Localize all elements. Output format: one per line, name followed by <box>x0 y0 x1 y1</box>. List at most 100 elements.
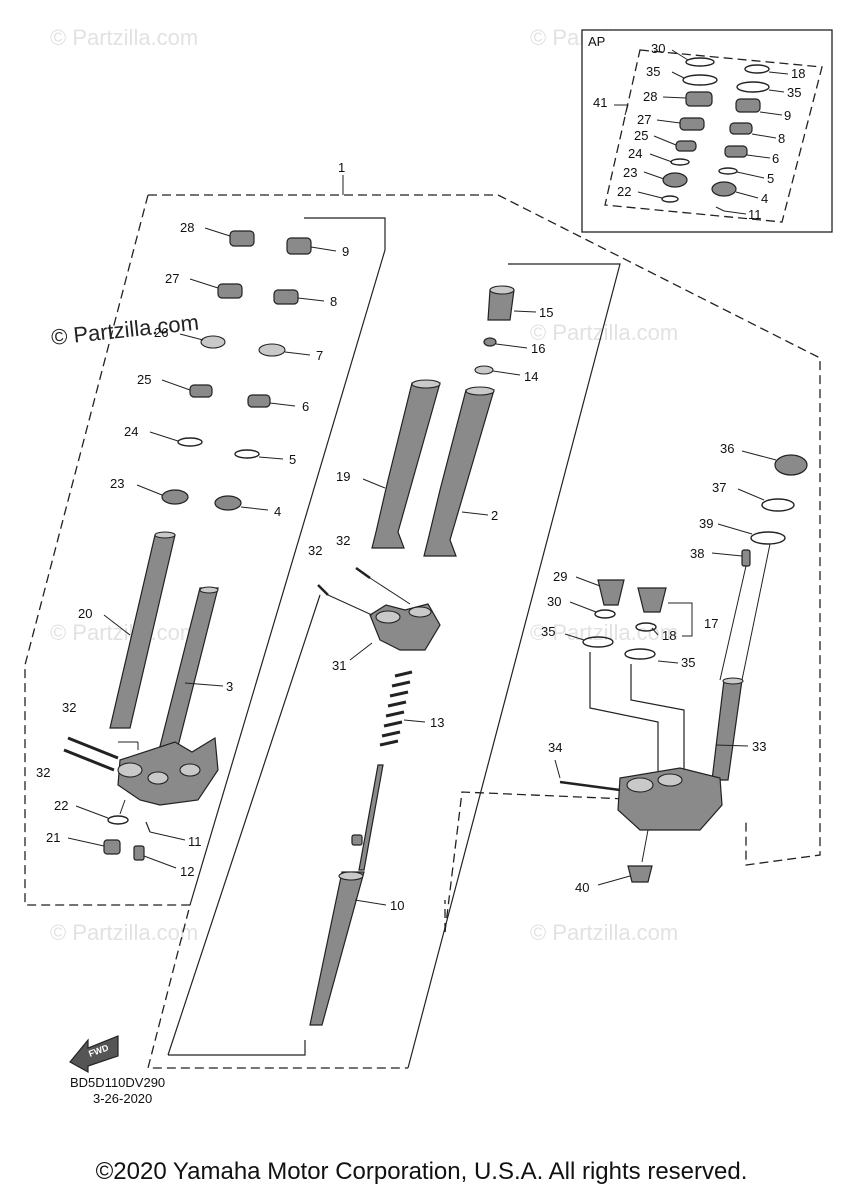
washer-16 <box>483 337 497 347</box>
inset-clip-5 <box>718 167 738 175</box>
inset-oring-35b <box>736 81 770 93</box>
yoke-hole <box>626 777 654 793</box>
callout-4: 4 <box>274 504 281 519</box>
leader-line <box>624 104 629 116</box>
tube-end <box>199 586 219 594</box>
inset-callout-9: 9 <box>784 108 791 123</box>
callout-38b: 38 <box>690 546 704 561</box>
callout-32: 32 <box>308 543 322 558</box>
tube-top <box>411 379 441 389</box>
ring-18 <box>635 622 657 632</box>
inset-pin-11 <box>715 206 725 212</box>
tube-top <box>465 386 495 396</box>
callout-31: 31 <box>332 658 346 673</box>
callout-15: 15 <box>539 305 553 320</box>
callout-20: 20 <box>78 606 92 621</box>
inset-dashed-group <box>604 49 823 223</box>
inset-ring-30 <box>685 57 715 67</box>
leader-line <box>119 799 126 815</box>
inset-bushing-28 <box>685 91 713 107</box>
parts-diagram: © Partzilla.com © Partzilla.com © Partzi… <box>24 25 833 1106</box>
inset-callout-30: 30 <box>651 41 665 56</box>
washer-7 <box>258 343 286 357</box>
inset-callout-4: 4 <box>761 191 768 206</box>
callout-18: 18 <box>662 628 676 643</box>
bolt-34 <box>559 780 621 792</box>
callout-40: 40 <box>575 880 589 895</box>
callout-22: 22 <box>54 798 68 813</box>
inset-callout-5: 5 <box>767 171 774 186</box>
callout-35: 35 <box>681 655 695 670</box>
ring-22 <box>107 815 129 825</box>
rod-top <box>338 871 364 881</box>
bracket-hole <box>117 762 143 778</box>
bracket-hole <box>147 771 169 785</box>
callout-9: 9 <box>342 244 349 259</box>
callout-28: 28 <box>180 220 194 235</box>
bushing-9 <box>286 237 312 255</box>
clamp-hole <box>408 606 432 618</box>
callout-26: 26 <box>154 325 168 340</box>
leader-line <box>719 565 747 681</box>
nut-21 <box>103 839 121 855</box>
inset-label: AP <box>588 34 605 49</box>
bushing-29 <box>597 579 625 606</box>
pin-11 <box>145 821 151 833</box>
washer-37 <box>761 498 795 512</box>
spring-13 <box>379 670 413 747</box>
inset-callout-24: 24 <box>628 146 642 161</box>
callout-37: 37 <box>712 480 726 495</box>
callout-13: 13 <box>430 715 444 730</box>
inset-callout-35b: 35 <box>787 85 801 100</box>
callout-5: 5 <box>289 452 296 467</box>
inset-callout-25: 25 <box>634 128 648 143</box>
stem-top <box>722 677 744 685</box>
inset-callout-27: 27 <box>637 112 651 127</box>
rod-collar <box>351 834 363 846</box>
watermark-text: © Partzilla.com <box>50 620 198 645</box>
callout-10: 10 <box>390 898 404 913</box>
bushing-8 <box>273 289 299 305</box>
callout-41: 41 <box>593 95 607 110</box>
callout-12: 12 <box>180 864 194 879</box>
bushing-28 <box>229 230 255 247</box>
callout-19: 19 <box>336 469 350 484</box>
connector-lines <box>589 652 685 778</box>
seal-25 <box>189 384 213 398</box>
inset-bushing-27 <box>679 117 705 131</box>
bolt-38 <box>741 549 751 567</box>
bushing-27 <box>217 283 243 299</box>
inset-callout-8: 8 <box>778 131 785 146</box>
inset-callout-22: 22 <box>617 184 631 199</box>
inset-callout-23: 23 <box>623 165 637 180</box>
seal-6 <box>247 394 271 408</box>
inset-callout-35: 35 <box>646 64 660 79</box>
ring-30 <box>594 609 616 619</box>
callout-32: 32 <box>62 700 76 715</box>
inset-seal-25 <box>675 140 697 152</box>
bottom-left-line <box>167 594 321 1056</box>
oring-35 <box>582 636 614 648</box>
callout-6: 6 <box>302 399 309 414</box>
callout-32: 32 <box>36 765 50 780</box>
leader-lines <box>67 49 789 906</box>
callout-27: 27 <box>165 271 179 286</box>
inset-callout-18: 18 <box>791 66 805 81</box>
washer-26 <box>200 335 226 349</box>
inset-seal-4 <box>711 181 737 197</box>
inset-callout-6: 6 <box>772 151 779 166</box>
clip-24 <box>177 437 203 447</box>
leader-line <box>741 543 771 681</box>
inset-ring-18 <box>744 64 770 74</box>
callout-3: 3 <box>226 679 233 694</box>
watermark-text: © Partzilla.com <box>50 25 198 50</box>
bracket-hole <box>179 763 201 777</box>
steering-stem-33 <box>711 679 743 781</box>
left-fork-parts <box>63 230 312 861</box>
outer-tube-2 <box>423 389 495 557</box>
collar-top <box>489 285 515 295</box>
fwd-arrow: FWD <box>69 1035 119 1074</box>
clip-5 <box>234 449 260 459</box>
tube-end <box>154 531 176 539</box>
callout-38: 39 <box>699 516 713 531</box>
